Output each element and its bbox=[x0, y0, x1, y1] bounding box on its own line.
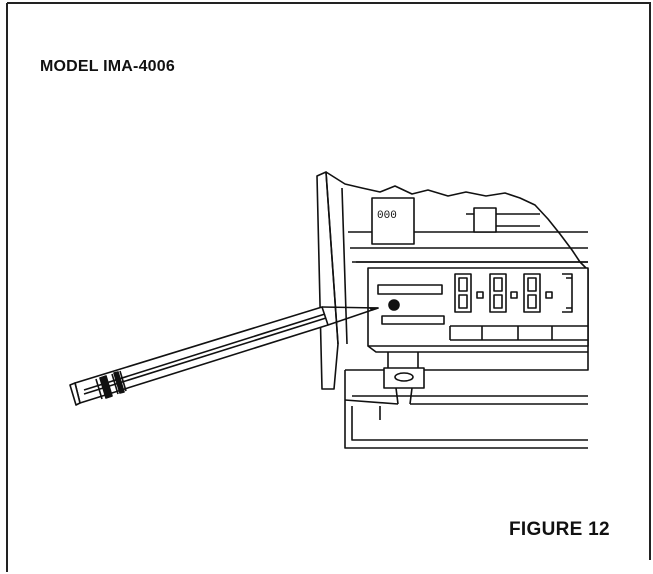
digit-display bbox=[454, 273, 573, 313]
model-title: MODEL IMA-4006 bbox=[40, 58, 175, 75]
small-display-chip bbox=[371, 197, 415, 245]
chip-readout: 000 bbox=[377, 210, 397, 222]
mounting-clip bbox=[383, 352, 425, 405]
pencil-icon bbox=[69, 306, 379, 406]
adjust-switch bbox=[466, 207, 540, 233]
button-row bbox=[449, 325, 588, 341]
calibration-hole bbox=[388, 299, 400, 311]
figure-caption: FIGURE 12 bbox=[509, 519, 610, 540]
front-bezel bbox=[316, 171, 339, 390]
base-stand bbox=[344, 370, 588, 449]
